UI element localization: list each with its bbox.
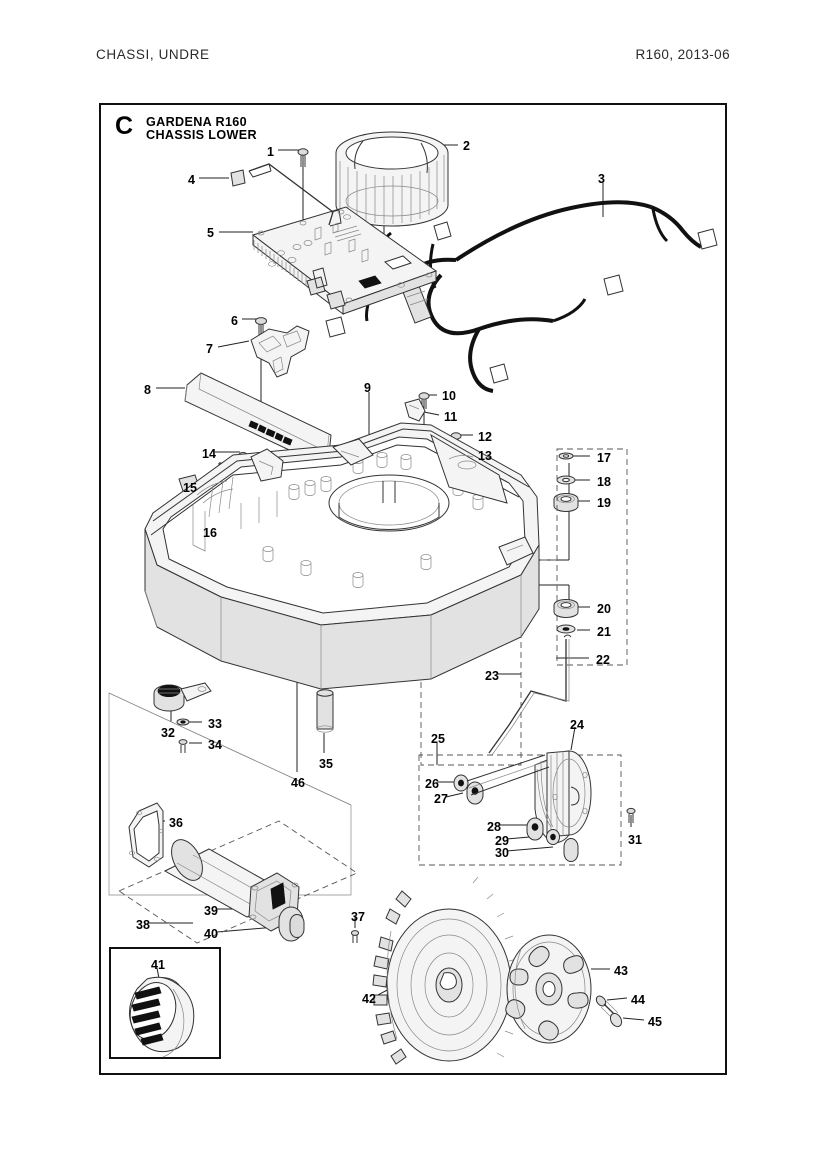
callout-39: 39 <box>204 904 218 918</box>
callout-46: 46 <box>291 776 305 790</box>
drain-plug <box>316 689 334 733</box>
screw-upper-board <box>297 148 309 167</box>
callout-41: 41 <box>151 958 165 972</box>
fan-impeller <box>335 131 449 227</box>
plate-title: GARDENA R160 CHASSIS LOWER <box>146 115 257 143</box>
callout-23: 23 <box>485 669 499 683</box>
drive-wheel <box>372 876 519 1065</box>
plate-title-line-1: GARDENA R160 <box>146 115 248 129</box>
bearing-lower <box>553 599 579 618</box>
callout-8: 8 <box>144 383 151 397</box>
callout-17: 17 <box>597 451 611 465</box>
chassis-center-hole <box>328 474 450 532</box>
callout-26: 26 <box>425 777 439 791</box>
callout-32: 32 <box>161 726 175 740</box>
washer-cap <box>176 718 190 726</box>
callout-44: 44 <box>631 993 645 1007</box>
screw-roller <box>626 807 636 823</box>
roller-axle <box>466 754 550 796</box>
callout-19: 19 <box>597 496 611 510</box>
callout-22: 22 <box>596 653 610 667</box>
main-pcb <box>248 163 438 316</box>
board-connector <box>230 169 246 187</box>
cap-hub <box>563 838 579 862</box>
header-left-title: CHASSI, UNDRE <box>96 47 210 62</box>
motor-group-box <box>118 820 358 944</box>
callout-21: 21 <box>597 625 611 639</box>
callout-42: 42 <box>362 992 376 1006</box>
callout-35: 35 <box>319 757 333 771</box>
diagram-plate: C GARDENA R160 CHASSIS LOWER .ln{fill:no… <box>99 103 727 1075</box>
callout-2: 2 <box>463 139 470 153</box>
filler-cap <box>153 682 212 712</box>
callout-1: 1 <box>267 145 274 159</box>
callout-36: 36 <box>169 816 183 830</box>
callout-10: 10 <box>442 389 456 403</box>
callout-25: 25 <box>431 732 445 746</box>
washer-hub <box>546 829 560 845</box>
plug-hubcap <box>609 1012 623 1028</box>
callout-13: 13 <box>478 449 492 463</box>
front-roller <box>534 750 592 843</box>
callout-20: 20 <box>597 602 611 616</box>
hub-bushing <box>526 817 544 841</box>
page-header: CHASSI, UNDRE R160, 2013-06 <box>0 0 826 90</box>
screw-hubcap <box>595 995 619 1020</box>
callout-40: 40 <box>204 927 218 941</box>
callout-4: 4 <box>188 173 195 187</box>
callout-24: 24 <box>570 718 584 732</box>
callout-15: 15 <box>183 481 197 495</box>
callout-9: 9 <box>364 381 371 395</box>
header-right-title: R160, 2013-06 <box>635 47 730 62</box>
motor-gasket <box>128 802 164 868</box>
callout-29: 29 <box>495 834 509 848</box>
callout-28: 28 <box>487 820 501 834</box>
callout-6: 6 <box>231 314 238 328</box>
plate-title-line-2: CHASSIS LOWER <box>146 128 257 143</box>
callout-3: 3 <box>598 172 605 186</box>
roller-axle-group-box <box>418 754 622 866</box>
rear-wheel-group-box <box>556 448 628 666</box>
callout-38: 38 <box>136 918 150 932</box>
screw-cap <box>178 739 188 753</box>
callout-7: 7 <box>206 342 213 356</box>
callout-30: 30 <box>495 846 509 860</box>
washer-medium <box>556 475 576 485</box>
section-letter: C <box>115 112 134 140</box>
exploded-view-artwork: .ln{fill:none;stroke:#333;stroke-width:1… <box>101 105 729 1077</box>
callout-18: 18 <box>597 475 611 489</box>
washer-small <box>558 452 574 460</box>
axle-rod <box>488 634 572 756</box>
battery-bracket <box>250 325 310 378</box>
callout-34: 34 <box>208 738 222 752</box>
tire <box>129 976 195 1058</box>
callout-27: 27 <box>434 792 448 806</box>
motor-pinion <box>278 906 305 942</box>
bearing-upper <box>553 493 579 512</box>
callout-33: 33 <box>208 717 222 731</box>
pcb-bracket <box>248 163 342 227</box>
callout-5: 5 <box>207 226 214 240</box>
callout-16: 16 <box>203 526 217 540</box>
screw-motor <box>350 930 360 943</box>
callout-14: 14 <box>202 447 216 461</box>
callout-37: 37 <box>351 910 365 924</box>
callout-31: 31 <box>628 833 642 847</box>
bushing-inner <box>466 781 484 805</box>
chassis-lower-body <box>144 422 540 733</box>
callout-45: 45 <box>648 1015 662 1029</box>
bushing-outer <box>453 774 469 792</box>
callout-43: 43 <box>614 964 628 978</box>
sensor-bracket <box>404 398 426 422</box>
washer-lower <box>556 624 576 634</box>
drive-motor <box>163 839 300 932</box>
callout-12: 12 <box>478 430 492 444</box>
callout-11: 11 <box>444 410 458 424</box>
title-block: C GARDENA R160 CHASSIS LOWER <box>115 114 375 158</box>
hub-cap <box>505 934 592 1044</box>
